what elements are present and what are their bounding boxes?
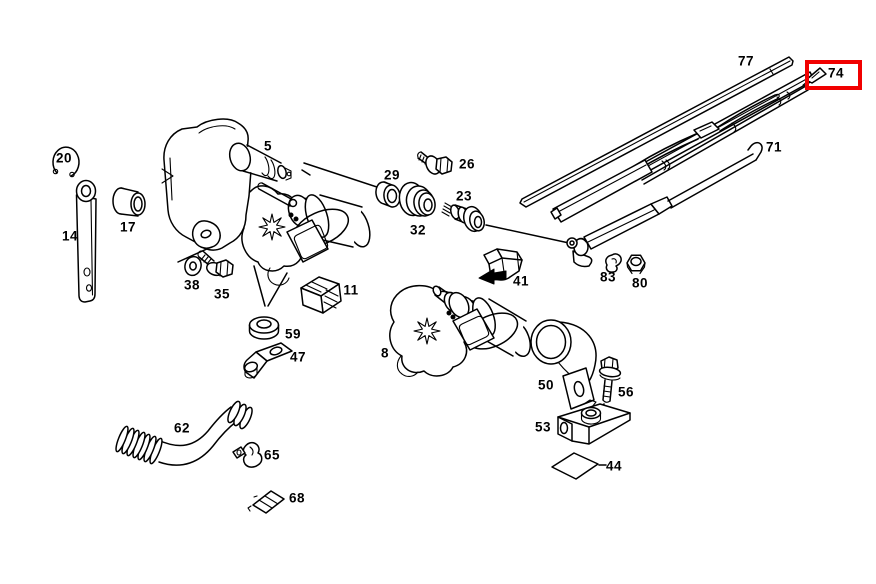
part-5-motor-assembly (161, 118, 371, 286)
part-label-50[interactable]: 50 (537, 377, 555, 393)
part-label-53[interactable]: 53 (534, 419, 552, 435)
part-41-bracket-clip (478, 248, 523, 285)
part-label-14[interactable]: 14 (61, 228, 79, 244)
part-65-clip (232, 441, 263, 468)
part-11-cover-block (300, 276, 342, 314)
part-label-74[interactable]: 74 (827, 65, 845, 81)
part-label-32[interactable]: 32 (409, 222, 427, 238)
part-label-29[interactable]: 29 (383, 167, 401, 183)
part-53-bracket (557, 399, 631, 445)
part-label-35[interactable]: 35 (213, 286, 231, 302)
blade-frame (550, 71, 815, 223)
part-label-59[interactable]: 59 (284, 326, 302, 342)
part-74-end-cap (802, 67, 827, 86)
part-label-56[interactable]: 56 (617, 384, 635, 400)
part-label-26[interactable]: 26 (458, 156, 476, 172)
part-label-47[interactable]: 47 (289, 349, 307, 365)
part-29-bushing (375, 181, 401, 208)
part-label-77[interactable]: 77 (737, 53, 755, 69)
part-80-nut (626, 254, 646, 275)
part-32-grommet (398, 181, 436, 217)
part-label-44[interactable]: 44 (605, 458, 623, 474)
part-83-clip (605, 253, 622, 273)
highlight-box (805, 60, 862, 90)
part-label-20[interactable]: 20 (55, 150, 73, 166)
part-38-washer (184, 255, 202, 277)
part-71-wiper-arm (566, 141, 763, 268)
part-label-5[interactable]: 5 (263, 138, 273, 154)
part-23-coupling (441, 202, 485, 233)
part-label-23[interactable]: 23 (455, 188, 473, 204)
part-50-cap (530, 319, 597, 410)
part-59-grommet (248, 316, 280, 340)
part-label-65[interactable]: 65 (263, 447, 281, 463)
part-17-bushing (112, 187, 146, 217)
detail-lines (301, 169, 311, 176)
part-77-wiper-blade-strip (519, 56, 794, 208)
part-47-bracket (243, 342, 293, 379)
part-label-80[interactable]: 80 (631, 275, 649, 291)
part-8-motor-assembly (389, 284, 531, 377)
part-44-pad (551, 452, 599, 480)
part-label-8[interactable]: 8 (380, 345, 390, 361)
part-26-bolt (417, 151, 453, 175)
part-label-68[interactable]: 68 (288, 490, 306, 506)
part-label-17[interactable]: 17 (119, 219, 137, 235)
part-20-circlip (52, 146, 80, 178)
part-label-38[interactable]: 38 (183, 277, 201, 293)
part-label-41[interactable]: 41 (512, 273, 530, 289)
part-label-11[interactable]: 11 (343, 282, 359, 298)
part-35-bolt (197, 250, 234, 278)
part-label-83[interactable]: 83 (599, 269, 617, 285)
part-14-link-arm (75, 179, 97, 303)
part-label-71[interactable]: 71 (765, 139, 783, 155)
part-label-62[interactable]: 62 (173, 420, 191, 436)
part-62-hose (115, 400, 253, 466)
part-56-bolt (598, 356, 622, 403)
part-68-connector (247, 490, 285, 514)
